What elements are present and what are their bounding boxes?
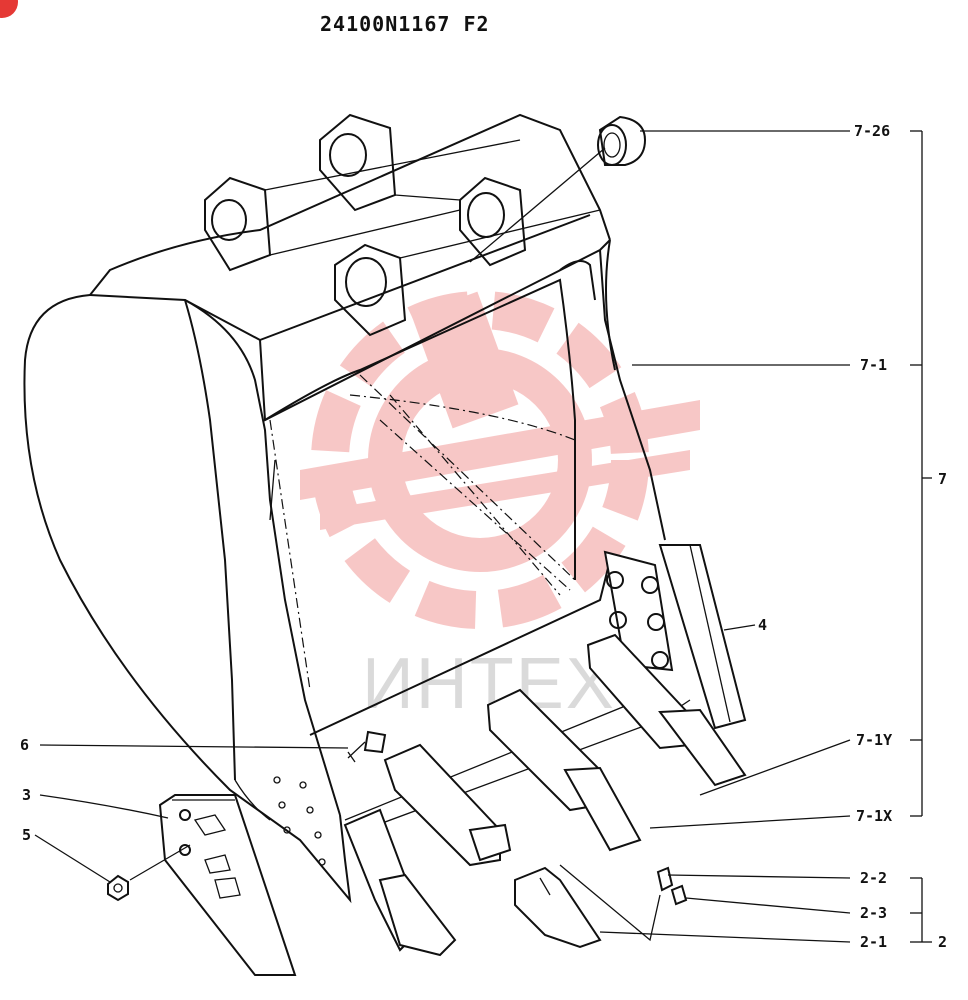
tooth-adapter-left <box>343 808 457 957</box>
callout-6: 6 <box>20 736 29 754</box>
bolt-6 <box>347 730 387 763</box>
tooth-tip-2-1 <box>514 866 602 949</box>
mounting-brackets <box>204 113 601 337</box>
callout-2-2: 2-2 <box>860 869 887 887</box>
side-cutter-3 <box>158 794 297 976</box>
callout-5: 5 <box>22 826 31 844</box>
watermark-logo <box>300 291 700 629</box>
tooth-tip-axis <box>559 864 661 942</box>
bucket-body <box>23 113 691 904</box>
callout-7-1: 7-1 <box>860 356 887 374</box>
lock-2-3 <box>670 884 688 906</box>
callout-4: 4 <box>758 616 767 634</box>
callout-7-26: 7-26 <box>854 122 890 140</box>
side-bolt-holes <box>273 776 326 866</box>
tooth-adapter-3 <box>586 633 747 787</box>
corner-badge <box>0 0 18 18</box>
callout-7-1X: 7-1X <box>856 807 892 825</box>
callout-7: 7 <box>938 470 947 488</box>
tooth-adapter-2 <box>486 688 642 852</box>
pin-2-2 <box>656 866 674 892</box>
drawing-title: 24100N1167 F2 <box>320 12 490 36</box>
callout-2: 2 <box>938 933 947 951</box>
callout-2-3: 2-3 <box>860 904 887 922</box>
nut-5 <box>107 874 129 902</box>
leader-lines <box>34 130 932 943</box>
tooth-adapter-1 <box>383 743 512 867</box>
callout-7-1Y: 7-1Y <box>856 731 892 749</box>
callout-3: 3 <box>22 786 31 804</box>
side-wear-plate-4 <box>603 544 747 730</box>
callout-2-1: 2-1 <box>860 933 887 951</box>
bushing-7-26 <box>469 115 647 263</box>
